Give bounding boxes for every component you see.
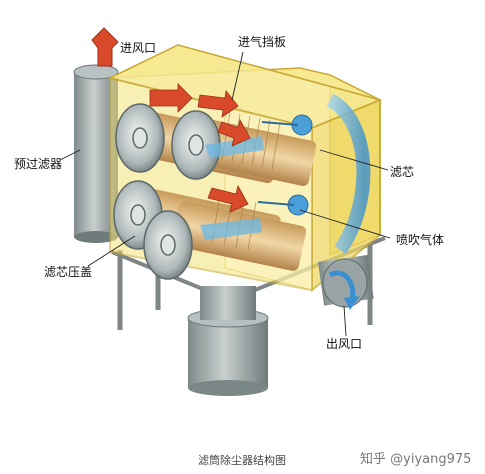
figure-caption: 滤筒除尘器结构图 bbox=[198, 454, 286, 467]
bottom-cylinder bbox=[187, 286, 269, 396]
label-pulse-gas: 喷吹气体 bbox=[396, 233, 445, 247]
label-cartridge-cover: 滤芯压盖 bbox=[44, 265, 93, 279]
leader-lines bbox=[59, 51, 391, 337]
clean-air-flow bbox=[326, 93, 371, 255]
inlet-arrow bbox=[91, 27, 119, 67]
watermark: 知乎 @yiyang975 bbox=[360, 452, 472, 467]
label-filter-cartridge: 滤芯 bbox=[390, 165, 415, 179]
pulse-jets bbox=[200, 136, 264, 240]
label-outlet: 出风口 bbox=[326, 337, 363, 351]
pulse-valves bbox=[257, 114, 313, 216]
cartridge-cover-discs bbox=[113, 103, 221, 280]
outlet-duct bbox=[317, 255, 374, 310]
label-inlet: 进风口 bbox=[120, 41, 157, 55]
dirty-air-arrows bbox=[149, 83, 251, 213]
label-pre-filter: 预过滤器 bbox=[14, 157, 63, 171]
label-inlet-baffle: 进气挡板 bbox=[238, 35, 287, 49]
